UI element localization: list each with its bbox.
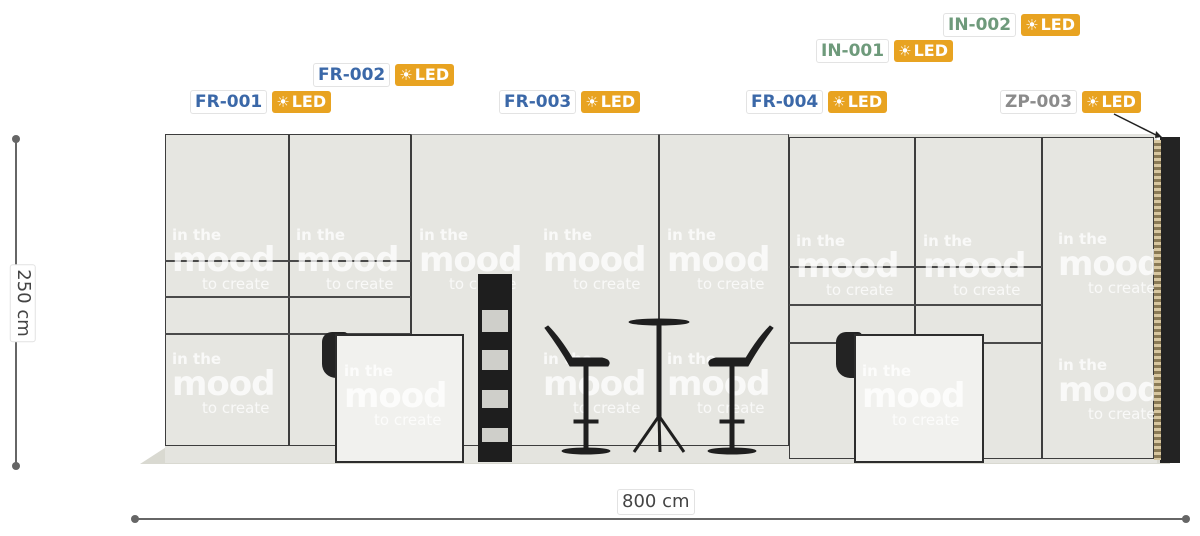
- fixture-code: IN-001: [816, 39, 890, 63]
- height-dimension-label: 250 cm: [9, 264, 36, 342]
- shelf-rail-right-2: [789, 304, 1042, 306]
- shelf-rail-right-1: [789, 266, 1042, 268]
- counter-left: [335, 334, 464, 463]
- fixture-label-in-002[interactable]: IN-002 ☀LED: [943, 13, 1080, 37]
- led-badge: ☀LED: [894, 40, 953, 62]
- brochure-rack-slot-4: [482, 428, 508, 442]
- side-wall-end: [1160, 137, 1180, 463]
- led-strip: [1154, 140, 1161, 460]
- brochure-rack-slot-2: [482, 350, 508, 370]
- led-badge: ☀LED: [1082, 91, 1141, 113]
- counter-right: [854, 334, 984, 463]
- led-badge: ☀LED: [272, 91, 332, 113]
- shelf-rail-left-1: [165, 260, 411, 262]
- width-dimension-label: 800 cm: [617, 489, 695, 515]
- width-dimension-start-dot: [131, 515, 139, 523]
- width-dimension-line: [134, 518, 1186, 520]
- led-badge: ☀LED: [828, 91, 888, 113]
- fixture-label-fr-002[interactable]: FR-002 ☀LED: [313, 63, 455, 87]
- fixture-label-fr-001[interactable]: FR-001 ☀LED: [190, 90, 332, 114]
- fixture-code: IN-002: [943, 13, 1017, 37]
- wall-panel-4: [659, 134, 789, 446]
- sun-icon: ☀: [1025, 16, 1039, 34]
- fixture-code: ZP-003: [1000, 90, 1078, 114]
- brochure-rack-slot-1: [482, 310, 508, 332]
- shelf-rail-left-3: [165, 333, 411, 335]
- sun-icon: ☀: [399, 66, 413, 84]
- led-badge: ☀LED: [1021, 14, 1080, 36]
- fixture-label-fr-003[interactable]: FR-003 ☀LED: [499, 90, 641, 114]
- fixture-code: FR-004: [746, 90, 824, 114]
- bar-furniture: [544, 318, 774, 455]
- sun-icon: ☀: [1086, 93, 1100, 111]
- sun-icon: ☀: [276, 93, 290, 111]
- brochure-rack-slot-3: [482, 390, 508, 408]
- sun-icon: ☀: [898, 42, 912, 60]
- fixture-label-in-001[interactable]: IN-001 ☀LED: [816, 39, 953, 63]
- shelf-rail-left-2: [165, 296, 411, 298]
- fixture-label-fr-004[interactable]: FR-004 ☀LED: [746, 90, 888, 114]
- fixture-code: FR-001: [190, 90, 268, 114]
- fixture-code: FR-003: [499, 90, 577, 114]
- led-badge: ☀LED: [395, 64, 455, 86]
- height-dimension-end-dot: [12, 462, 20, 470]
- zp-003-pointer: [1113, 113, 1162, 138]
- width-dimension-end-dot: [1182, 515, 1190, 523]
- wall-panel-1: [165, 134, 289, 446]
- sun-icon: ☀: [832, 93, 846, 111]
- fixture-label-zp-003[interactable]: ZP-003 ☀LED: [1000, 90, 1141, 114]
- led-badge: ☀LED: [581, 91, 641, 113]
- sun-icon: ☀: [585, 93, 599, 111]
- height-dimension-start-dot: [12, 135, 20, 143]
- fixture-code: FR-002: [313, 63, 391, 87]
- wall-panel-7: [1042, 137, 1154, 459]
